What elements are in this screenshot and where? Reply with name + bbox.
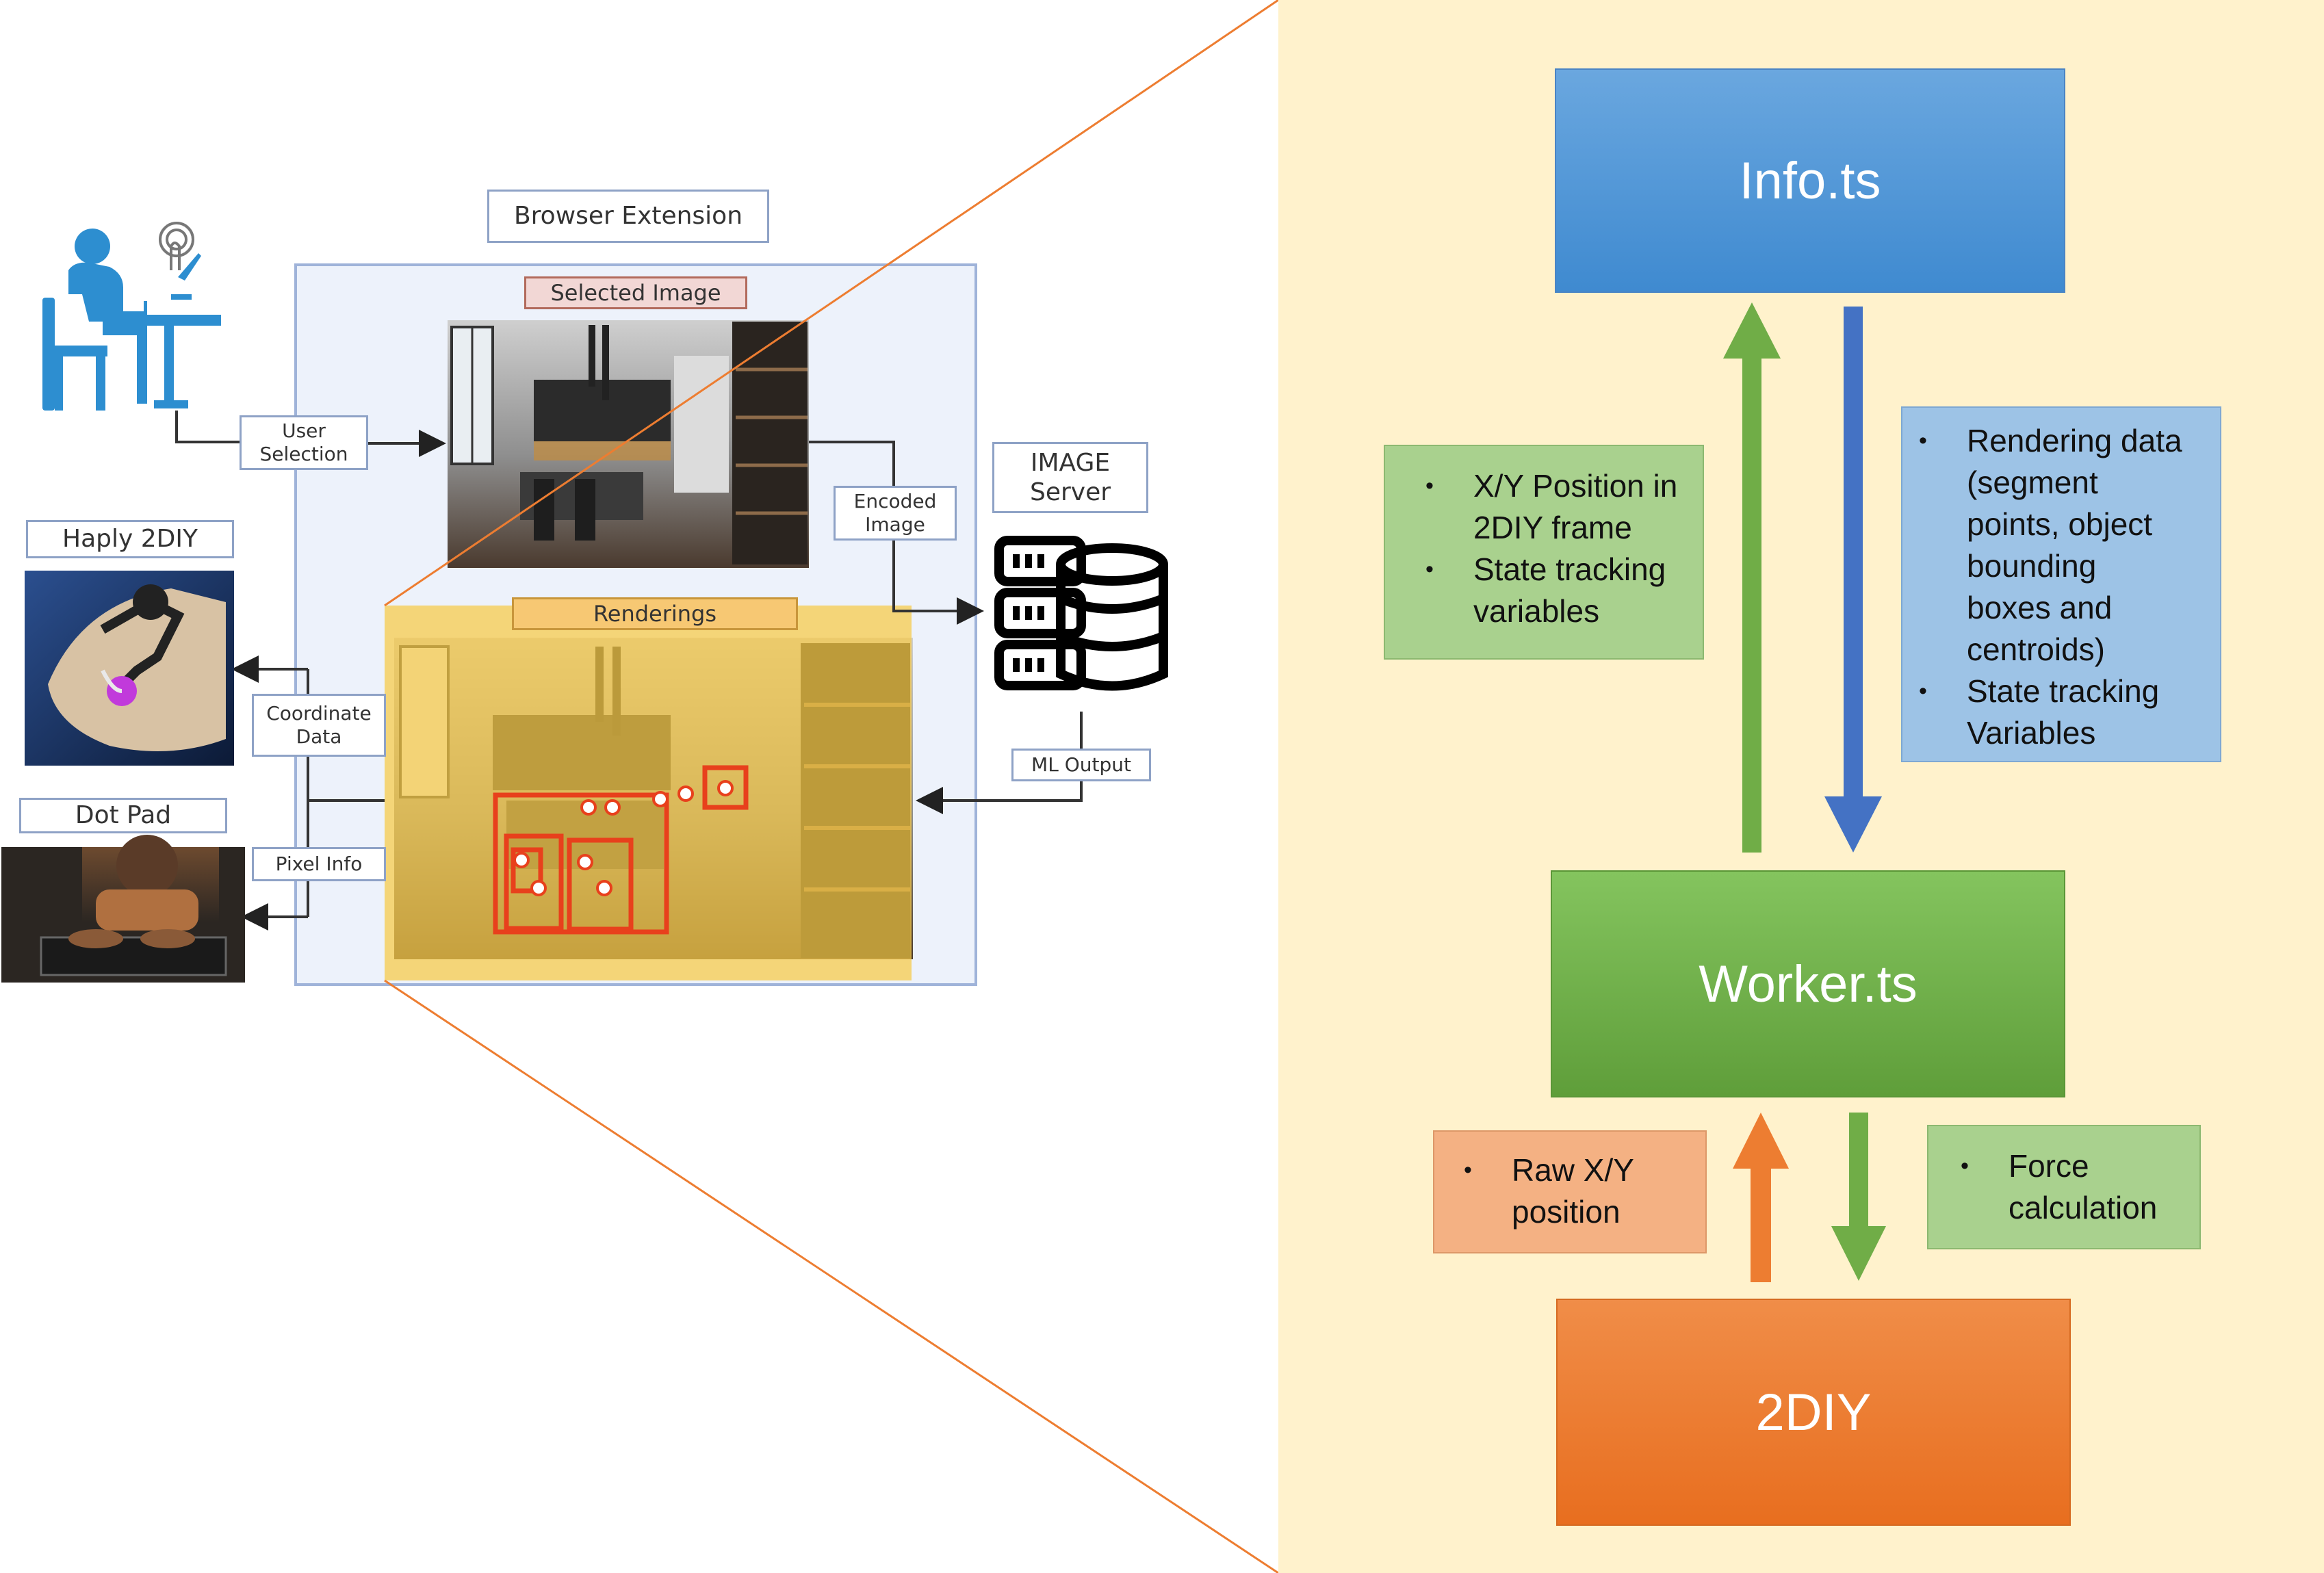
selected-image-label: Selected Image (524, 276, 747, 309)
haply-2diy-photo (25, 571, 234, 766)
zoom-line-bottom (384, 979, 1279, 1573)
coordinate-data-label: Coordinate Data (252, 694, 386, 757)
xy-position-item: X/Y Position in 2DIY frame (1425, 465, 1686, 549)
force-calc-item: Force calculation (1961, 1145, 2193, 1229)
arrow-info-to-worker (1824, 307, 1882, 853)
rendering-data-note: Rendering data (segment points, object b… (1919, 420, 2186, 754)
detection-boxes (493, 765, 749, 935)
image-server-label: IMAGE Server (992, 442, 1148, 513)
arrow-diy-to-worker (1733, 1113, 1789, 1282)
haply-2diy-label: Haply 2DIY (26, 520, 234, 558)
info-ts-box: Info.ts (1555, 68, 2065, 293)
person-desk-icon (42, 229, 221, 411)
server-database-icon (994, 536, 1168, 691)
user-selection-label: User Selection (240, 415, 368, 470)
dot-pad-label: Dot Pad (19, 798, 227, 833)
selected-image-photo (448, 320, 809, 568)
detection-points (513, 780, 734, 896)
pixel-info-label: Pixel Info (252, 847, 386, 881)
rendering-state-tracking-item: State tracking Variables (1919, 671, 2186, 754)
force-calc-note: Force calculation (1961, 1145, 2193, 1229)
server-led-icons (1013, 554, 1044, 672)
ml-output-label: ML Output (1011, 749, 1151, 781)
dot-pad-photo (1, 835, 245, 983)
worker-ts-box: Worker.ts (1551, 870, 2065, 1097)
xy-state-tracking-item: State tracking variables (1425, 549, 1686, 632)
xy-position-note: X/Y Position in 2DIY frame State trackin… (1425, 465, 1686, 632)
zoom-line-top (384, 0, 1279, 607)
browser-extension-label: Browser Extension (487, 190, 769, 243)
raw-xy-note: Raw X/Y position (1464, 1149, 1690, 1233)
encoded-image-label: Encoded Image (834, 486, 957, 541)
rendering-data-item: Rendering data (segment points, object b… (1919, 420, 2186, 671)
arrow-worker-to-info (1723, 302, 1781, 853)
renderings-label: Renderings (512, 597, 798, 630)
raw-xy-item: Raw X/Y position (1464, 1149, 1690, 1233)
arrow-worker-to-diy (1831, 1113, 1886, 1281)
connector-user-selection (175, 411, 241, 443)
diy-box: 2DIY (1556, 1299, 2071, 1526)
touch-hand-icon (159, 222, 194, 270)
